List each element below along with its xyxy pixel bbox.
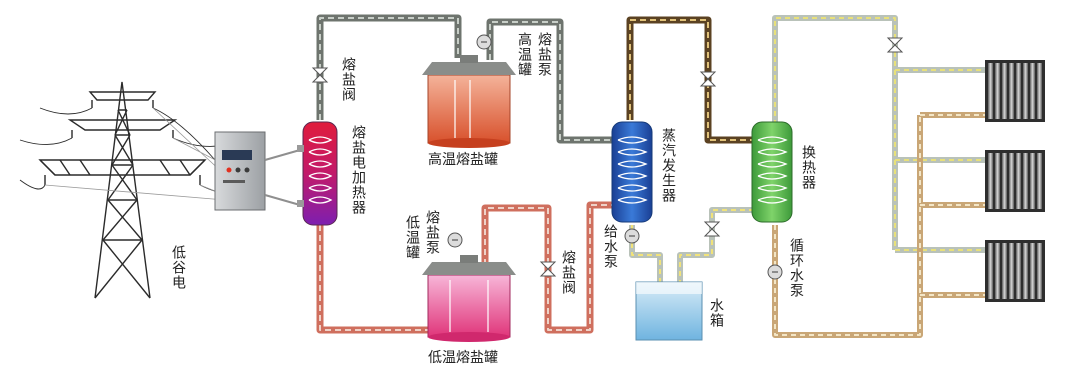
- pump-high-icon: [476, 34, 492, 50]
- pump-low-icon: [447, 232, 463, 248]
- valve-salt-low-icon: [539, 261, 557, 277]
- heat-exchanger: [751, 121, 793, 223]
- valve-steam-icon: [699, 71, 717, 87]
- water-tank: [635, 281, 703, 341]
- label-water-tank: 水箱: [708, 298, 724, 328]
- high-temp-tank: [422, 55, 516, 148]
- power-lines: [44, 107, 226, 201]
- label-tank-high: 高温熔盐罐: [428, 152, 498, 168]
- label-tank-low: 低温熔盐罐: [428, 350, 498, 366]
- label-circ-pump: 循环水泵: [788, 238, 804, 298]
- pump-feed-icon: [624, 228, 640, 244]
- valve-salt-top-icon: [311, 67, 329, 83]
- pipe-steam-loop: [626, 16, 752, 144]
- pump-circ-icon: [767, 264, 783, 280]
- label-pump-low: 熔盐泵: [424, 210, 440, 255]
- label-pump-high: 熔盐泵: [536, 32, 552, 77]
- radiator-middle: [985, 150, 1045, 212]
- valve-feed-icon: [703, 221, 721, 237]
- label-steam-gen: 蒸汽发生器: [660, 128, 676, 203]
- label-feed-pump: 给水泵: [602, 224, 618, 269]
- label-heat-exchanger: 换热器: [800, 145, 816, 190]
- valve-heating-icon: [886, 37, 904, 53]
- cabinet-cable: [264, 149, 301, 206]
- pipe-feedwater: [629, 207, 752, 285]
- pipe-heating-loop: [772, 15, 985, 338]
- label-heater: 熔盐电加热器: [350, 125, 366, 215]
- radiator-top: [985, 60, 1045, 122]
- label-tank-high-side: 高温罐: [516, 32, 532, 77]
- label-valve-top: 熔盐阀: [340, 57, 356, 102]
- low-temp-tank: [422, 255, 516, 342]
- label-tank-low-side: 低温罐: [404, 215, 420, 260]
- molten-salt-heater: [297, 121, 338, 226]
- label-grid: 低谷电: [170, 245, 186, 290]
- label-valve-low: 熔盐阀: [560, 250, 576, 295]
- steam-generator: [611, 121, 653, 223]
- radiator-bottom: [985, 240, 1045, 302]
- control-cabinet: [214, 131, 266, 211]
